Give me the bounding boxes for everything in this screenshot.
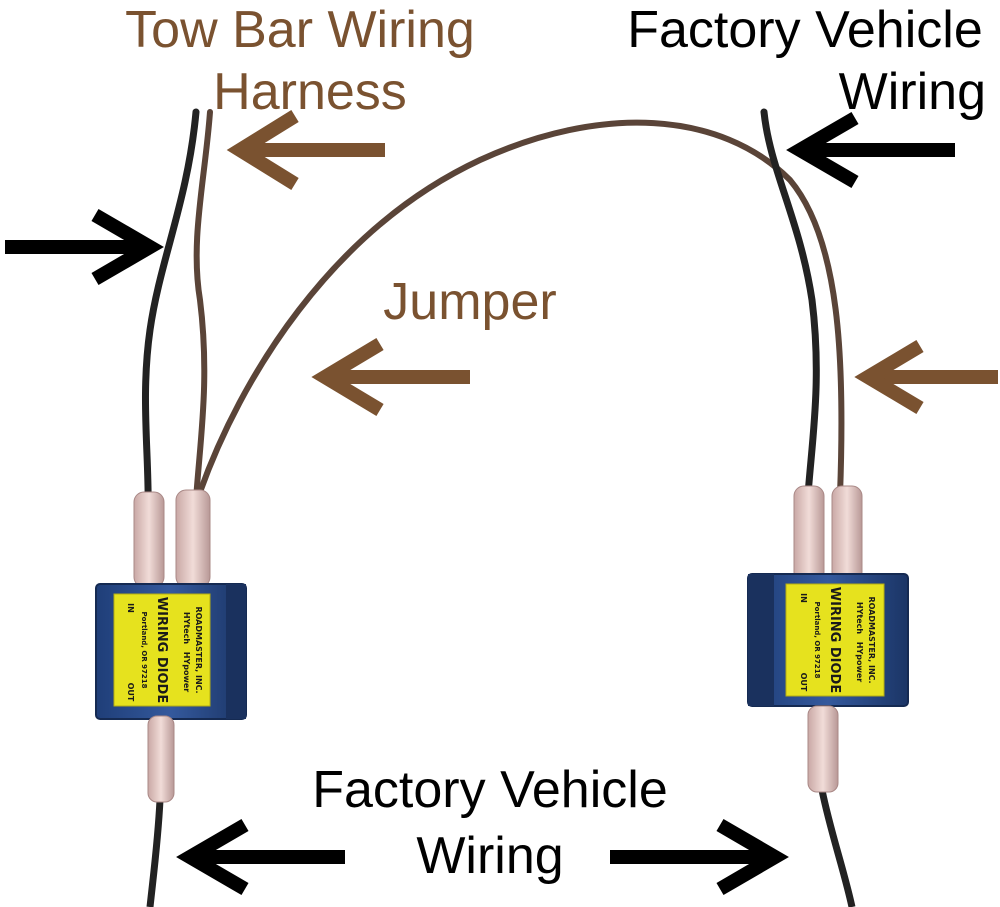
diode-title: WIRING DIODE [154, 597, 169, 703]
right-wiring-diode: ROADMASTER, INC. HYtech HYpower WIRING D… [747, 485, 909, 793]
left-wiring-diode: ROADMASTER, INC. HYtech HYpower WIRING D… [95, 489, 247, 803]
jumper-arrow [311, 337, 470, 417]
left-wire-arrow [5, 208, 164, 286]
factory-top-label-line2: Wiring [838, 63, 986, 121]
tow-bar-label-line2: Harness [213, 63, 407, 121]
diode-location-right: Portland, OR 97218 [813, 601, 821, 678]
tow-bar-label-line1: Tow Bar Wiring [125, 1, 475, 59]
factory-bottom-label-line1: Factory Vehicle [312, 761, 668, 819]
diode-power-right: HYpower [855, 642, 864, 683]
jumper-wire [197, 119, 845, 498]
factory-bottom-label-line2: Wiring [416, 827, 564, 885]
diode-out-label-right: OUT [799, 673, 808, 692]
diode-location: Portland, OR 97218 [140, 611, 148, 688]
diode-title-right: WIRING DIODE [827, 587, 842, 693]
bottom-left-wire [146, 799, 164, 907]
left-brown-wire [193, 109, 213, 503]
diode-power: HYpower [182, 652, 191, 693]
factory-top-label-line1: Factory Vehicle [627, 1, 983, 59]
harness-arrow [226, 110, 385, 190]
diode-brand-right: ROADMASTER, INC. [867, 596, 876, 683]
diode-in-label: IN [126, 603, 135, 613]
jumper-label: Jumper [383, 273, 557, 331]
bottom-left-arrow [176, 818, 345, 896]
right-brown-wire-arrow [854, 339, 998, 415]
left-black-wire [141, 108, 200, 524]
diode-in-label-right: IN [799, 593, 808, 603]
diode-brand: ROADMASTER, INC. [194, 606, 203, 693]
factory-top-arrow [786, 111, 955, 189]
bottom-right-arrow [610, 818, 789, 896]
diode-tech-right: HYtech [855, 602, 864, 634]
bottom-right-wire [818, 789, 856, 907]
diode-out-label: OUT [126, 683, 135, 702]
diode-tech: HYtech [182, 612, 191, 644]
right-black-wire [760, 108, 820, 499]
